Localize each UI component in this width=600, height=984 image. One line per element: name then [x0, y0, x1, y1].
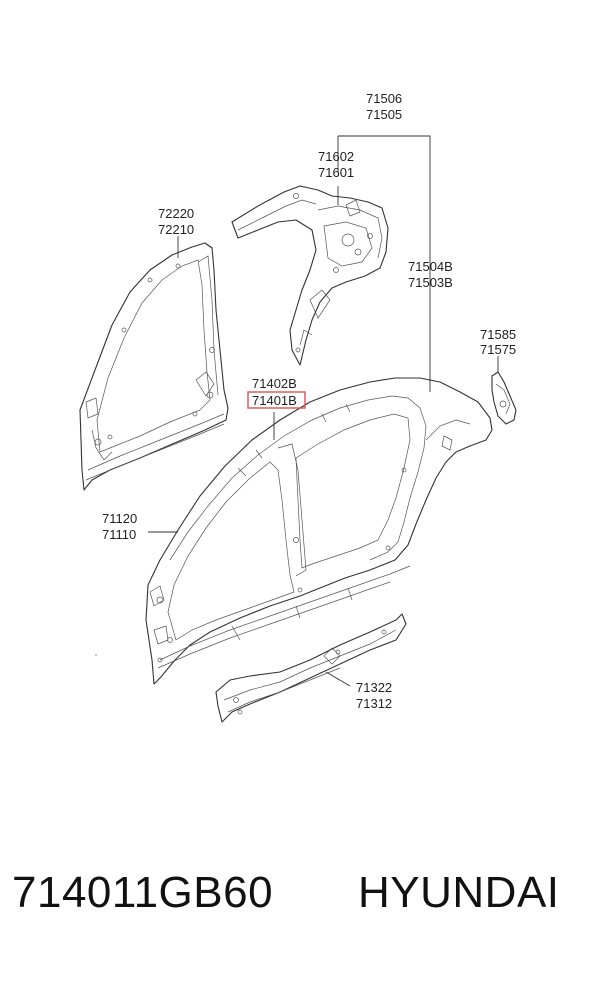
part-labels: 71506 71505 71602 71601 72220 72210 7150…: [102, 91, 516, 711]
brand-caption: HYUNDAI: [358, 868, 560, 917]
leader-lines: [148, 135, 499, 687]
label-71110: 71110: [102, 527, 136, 542]
label-71601: 71601: [318, 165, 354, 180]
highlight-box-71401b: [247, 391, 306, 409]
label-71503b: 71503B: [408, 275, 453, 290]
label-71120: 71120: [102, 511, 137, 526]
label-71602: 71602: [318, 149, 354, 164]
label-71322: 71322: [356, 680, 392, 695]
label-71575: 71575: [480, 342, 516, 357]
label-71402b: 71402B: [252, 376, 297, 391]
label-71585: 71585: [480, 327, 516, 342]
fuel-filler-bracket: [491, 371, 517, 425]
quarter-inner-panel: [231, 185, 389, 366]
label-72210: 72210: [158, 222, 194, 237]
inner-pillar-panel: [79, 242, 229, 491]
label-71312: 71312: [356, 696, 392, 711]
label-71506: 71506: [366, 91, 402, 106]
caption-bar: 714011GB60 HYUNDAI: [0, 868, 600, 948]
label-71505: 71505: [366, 107, 402, 122]
side-outer-panel: [145, 377, 493, 685]
stray-dot: [95, 654, 97, 656]
label-72220: 72220: [158, 206, 194, 221]
label-71401b: 71401B: [252, 393, 297, 408]
part-number-caption: 714011GB60: [12, 868, 274, 917]
label-71504b: 71504B: [408, 259, 453, 274]
side-sill-panel: [215, 613, 407, 723]
